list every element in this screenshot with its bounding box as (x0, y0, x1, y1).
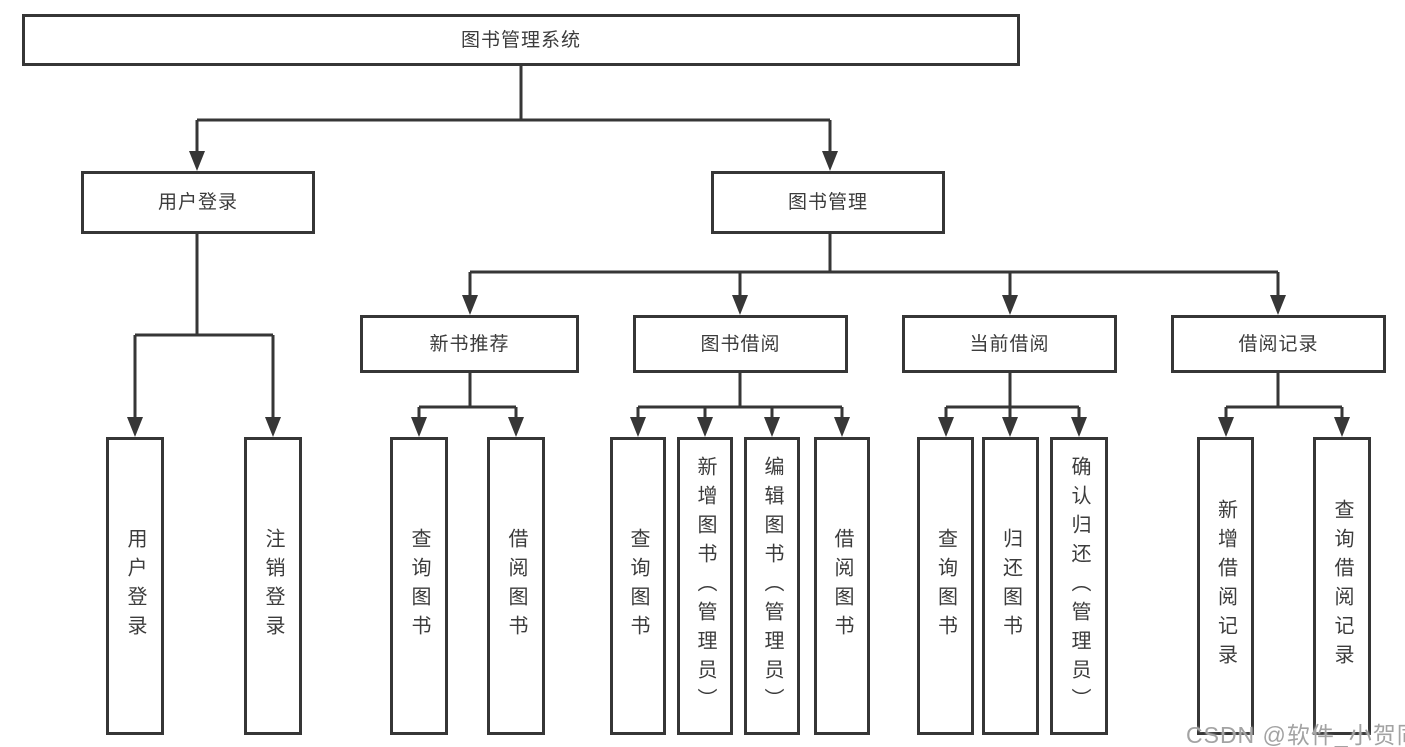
node-book-management: 图书管理 (711, 171, 945, 234)
leaf-label: 新增图书（管理员） (694, 455, 716, 717)
arrow-down-icon (697, 417, 713, 437)
node-label: 图书管理系统 (460, 29, 581, 51)
node-new-book-recommend: 新书推荐 (360, 315, 579, 373)
node-label: 图书借阅 (700, 333, 781, 355)
arrow-down-icon (938, 417, 954, 437)
node-label: 用户登录 (157, 192, 238, 213)
leaf-label: 查询图书 (627, 528, 649, 644)
arrow-down-icon (1218, 417, 1234, 437)
leaf-borrowing-query-books: 查询图书 (610, 437, 666, 735)
leaf-recommend-borrow-books: 借阅图书 (487, 437, 545, 735)
arrow-down-icon (630, 417, 646, 437)
leaf-user-login: 用户登录 (106, 437, 164, 735)
leaf-label: 用户登录 (124, 528, 146, 644)
node-label: 当前借阅 (969, 333, 1050, 355)
arrow-down-icon (1270, 295, 1286, 315)
arrow-down-icon (127, 417, 143, 437)
leaf-records-query-record: 查询借阅记录 (1313, 437, 1371, 735)
leaf-label: 确认归还（管理员） (1068, 455, 1090, 717)
arrow-down-icon (411, 417, 427, 437)
leaf-records-add-record: 新增借阅记录 (1197, 437, 1254, 735)
node-borrowing-records: 借阅记录 (1171, 315, 1386, 373)
arrow-down-icon (764, 417, 780, 437)
leaf-label: 查询图书 (408, 528, 430, 644)
leaf-label: 归还图书 (999, 528, 1022, 644)
arrow-down-icon (1002, 295, 1018, 315)
arrow-down-icon (1334, 417, 1350, 437)
leaf-borrowing-borrow-books: 借阅图书 (814, 437, 870, 735)
leaf-label: 借阅图书 (831, 528, 853, 644)
arrow-down-icon (1002, 417, 1018, 437)
leaf-current-return-books: 归还图书 (982, 437, 1039, 735)
arrow-down-icon (265, 417, 281, 437)
arrow-down-icon (189, 151, 205, 171)
leaf-borrowing-edit-books-admin: 编辑图书（管理员） (744, 437, 800, 735)
arrow-down-icon (1071, 417, 1087, 437)
arrow-down-icon (732, 295, 748, 315)
node-label: 新书推荐 (429, 333, 510, 355)
leaf-recommend-query-books: 查询图书 (390, 437, 448, 735)
leaf-label: 注销登录 (262, 528, 284, 644)
arrow-down-icon (834, 417, 850, 437)
leaf-label: 借阅图书 (505, 528, 527, 644)
node-label: 借阅记录 (1238, 333, 1319, 355)
watermark: CSDN @软件_小贺同学 (1186, 722, 1405, 747)
leaf-label: 查询图书 (934, 528, 957, 644)
leaf-current-query-books: 查询图书 (917, 437, 974, 735)
leaf-current-confirm-return-admin: 确认归还（管理员） (1050, 437, 1108, 735)
node-label: 图书管理 (787, 192, 868, 213)
leaf-label: 编辑图书（管理员） (761, 455, 783, 717)
leaf-label: 查询借阅记录 (1331, 499, 1353, 673)
arrow-down-icon (462, 295, 478, 315)
node-current-borrowing: 当前借阅 (902, 315, 1117, 373)
leaf-label: 新增借阅记录 (1214, 499, 1237, 673)
node-library-management-system: 图书管理系统 (22, 14, 1020, 66)
node-user-login: 用户登录 (81, 171, 315, 234)
arrow-down-icon (822, 151, 838, 171)
arrow-down-icon (508, 417, 524, 437)
leaf-borrowing-add-books-admin: 新增图书（管理员） (677, 437, 733, 735)
leaf-logout: 注销登录 (244, 437, 302, 735)
node-book-borrowing: 图书借阅 (633, 315, 848, 373)
